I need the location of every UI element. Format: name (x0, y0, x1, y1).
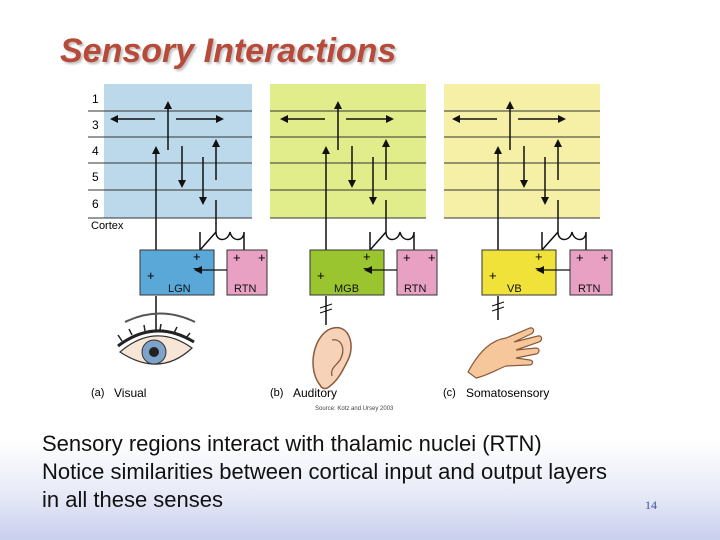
rtn-label: RTN (404, 283, 426, 295)
slide-body: Sensory regions interact with thalamic n… (42, 430, 607, 514)
panel-letter: (c) (443, 387, 456, 399)
body-line: Notice similarities between cortical inp… (42, 459, 607, 484)
plus-sign: + (147, 268, 155, 283)
hand-icon (467, 327, 543, 379)
panel-somatosensory: VB RTN + + − + + (c) Somatosensory (443, 84, 613, 400)
panel-letter: (b) (270, 387, 283, 399)
eye-icon (117, 312, 196, 365)
panel-letter: (a) (91, 387, 104, 399)
plus-sign: + (403, 250, 411, 265)
layer-label: 1 (92, 92, 99, 106)
slide-title: Sensory Interactions (60, 32, 397, 70)
plus-sign: + (233, 250, 241, 265)
plus-sign: + (428, 250, 436, 265)
thalamocortical-figure: 1 3 4 5 6 Cortex LGN RTN + + (88, 84, 613, 412)
plus-sign: + (601, 250, 609, 265)
panel-visual: LGN RTN + + − + + (a) Visual (88, 84, 268, 400)
layer-label: 4 (92, 144, 99, 158)
ear-icon (312, 327, 352, 390)
minus-sign: − (363, 261, 371, 276)
layer-label: 6 (92, 197, 99, 211)
plus-sign: + (193, 249, 201, 264)
nucleus-label: LGN (168, 283, 191, 295)
body-line: Sensory regions interact with thalamic n… (42, 431, 542, 456)
nucleus-label: MGB (334, 283, 359, 295)
cortex-region (270, 84, 426, 218)
panel-caption: Visual (114, 386, 146, 400)
rtn-box (569, 249, 613, 296)
nucleus-label: VB (507, 283, 522, 295)
plus-sign: + (363, 249, 371, 264)
minus-sign: − (193, 261, 201, 276)
panel-auditory: MGB RTN + + − + + (b) Auditory Source: K… (270, 84, 438, 412)
rtn-box (396, 249, 438, 296)
panel-caption: Auditory (293, 386, 337, 400)
cortex-label: Cortex (91, 220, 124, 232)
cortex-region (444, 84, 600, 218)
rtn-label: RTN (578, 283, 600, 295)
plus-sign: + (576, 250, 584, 265)
panel-caption: Somatosensory (466, 386, 549, 400)
cortex-region (104, 84, 252, 218)
layer-label: 3 (92, 118, 99, 132)
minus-sign: − (535, 261, 543, 276)
page-number: 14 (645, 498, 657, 512)
source-credit: Source: Kotz and Ursey 2003 (315, 406, 394, 412)
rtn-box (226, 249, 268, 296)
layer-label: 5 (92, 170, 99, 184)
plus-sign: + (258, 250, 266, 265)
plus-sign: + (317, 268, 325, 283)
rtn-label: RTN (234, 283, 256, 295)
plus-sign: + (535, 249, 543, 264)
body-line: in all these senses (42, 487, 223, 512)
plus-sign: + (489, 268, 497, 283)
